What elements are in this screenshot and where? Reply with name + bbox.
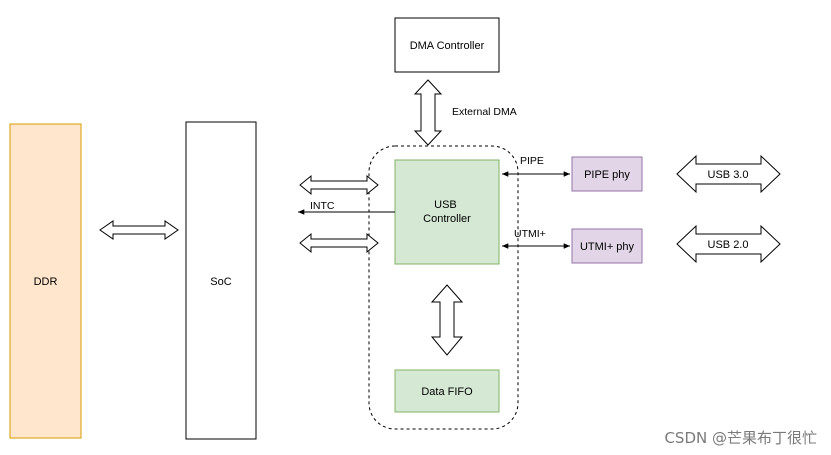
ddr-soc-double-arrow — [99, 220, 179, 240]
dma-usb-double-arrow — [413, 79, 443, 146]
utmi-phy-node: UTMI+ phy — [571, 228, 643, 264]
dma-controller-node: DMA Controller — [394, 17, 500, 73]
soc-label: SoC — [210, 276, 231, 288]
ddr-node: DDR — [9, 123, 82, 439]
usb-subsystem-boundary — [368, 145, 519, 430]
usb2-connector-arrow — [676, 224, 781, 264]
usb-controller-label: USB Controller — [423, 199, 471, 225]
soc-usb-upper-double-arrow — [299, 174, 379, 196]
data-fifo-label: Data FIFO — [421, 386, 473, 398]
data-fifo-node: Data FIFO — [394, 369, 500, 413]
pipe-phy-label: PIPE phy — [584, 169, 630, 181]
usb3-label: USB 3.0 — [708, 169, 749, 181]
soc-usb-lower-double-arrow — [299, 232, 379, 254]
usb-controller-label-line-1: USB — [434, 199, 457, 211]
external-dma-label: External DMA — [452, 106, 517, 118]
pipe-label: PIPE — [520, 155, 544, 167]
pipe-phy-node: PIPE phy — [571, 156, 643, 192]
intc-label: INTC — [310, 200, 335, 212]
soc-node: SoC — [185, 121, 257, 440]
utmi-label: UTMI+ — [514, 228, 546, 240]
usb-controller-node: USB Controller — [394, 159, 500, 265]
ddr-label: DDR — [34, 276, 58, 288]
usb-controller-label-line-2: Controller — [423, 213, 471, 225]
dma-controller-label: DMA Controller — [410, 40, 485, 52]
usb2-label: USB 2.0 — [708, 239, 749, 251]
utmi-phy-label: UTMI+ phy — [580, 241, 635, 253]
usb3-connector-arrow — [676, 154, 781, 194]
usb-fifo-double-arrow — [430, 284, 464, 356]
watermark-text: CSDN @芒果布丁很忙 — [664, 429, 817, 447]
